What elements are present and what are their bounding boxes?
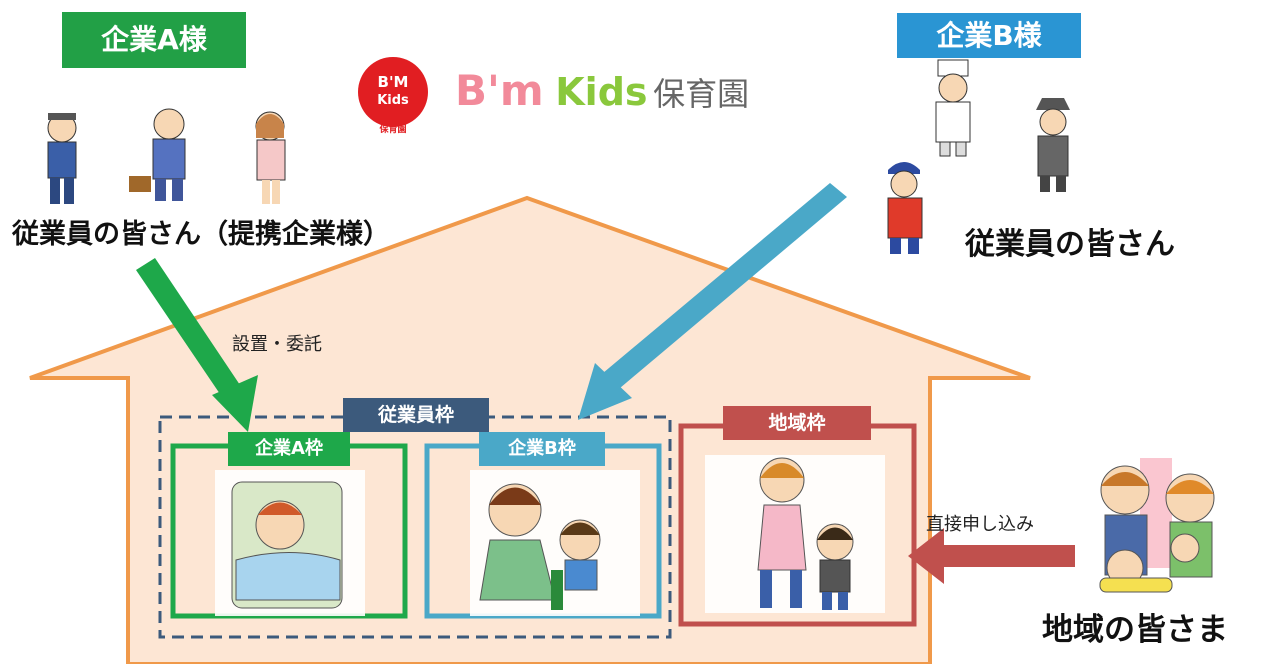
company-a-tag: 企業A様	[62, 12, 246, 68]
company-b-employees-label: 従業員の皆さん	[965, 227, 1175, 262]
logo-suffix: 保育園	[653, 75, 750, 113]
badge-line1: B'M	[378, 73, 409, 91]
sleeping-child-illustration	[231, 481, 343, 609]
employee-frame-label: 従業員枠	[343, 398, 489, 432]
setup-label: 設置・委託	[232, 334, 322, 355]
arrow-company-b	[578, 183, 847, 420]
logo-bm: B'm	[455, 66, 544, 115]
arrow-local	[908, 528, 1075, 584]
company-a-employees-label: 従業員の皆さん（提携企業様）	[12, 219, 390, 250]
badge-line3: 保育園	[378, 123, 406, 135]
company-a-workers-illustration	[47, 108, 286, 204]
frame-a-label: 企業A枠	[228, 432, 350, 466]
teacher-child-illustration	[479, 483, 601, 610]
frame-b-label: 企業B枠	[479, 432, 605, 466]
local-residents-label: 地域の皆さま	[1042, 612, 1228, 648]
logo-brand: B'm Kids 保育園	[455, 66, 749, 126]
badge-line2: Kids	[377, 93, 409, 108]
company-b-tag: 企業B様	[897, 13, 1081, 58]
arrow-company-a	[136, 258, 258, 432]
frame-local-label: 地域枠	[723, 406, 871, 440]
local-teacher-child-illustration	[757, 457, 854, 610]
company-b-workers-illustration	[887, 59, 1070, 254]
direct-apply-label: 直接申し込み	[926, 514, 1034, 535]
family-illustration	[1099, 458, 1215, 593]
logo-badge: B'M Kids 保育園	[358, 57, 428, 135]
logo-kids: Kids	[555, 70, 648, 114]
